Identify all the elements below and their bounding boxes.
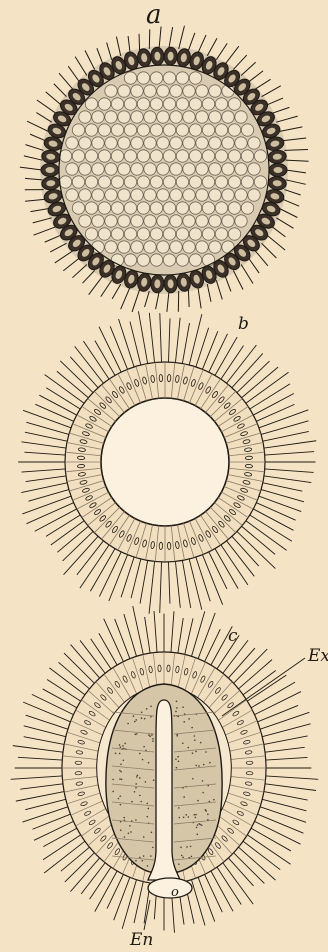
label-a: a <box>146 2 162 28</box>
label-b: b <box>238 316 249 333</box>
blastopore-c <box>148 878 192 898</box>
label-c: c <box>228 628 238 645</box>
figure-c-gastrula <box>11 606 319 933</box>
figure-b-hollow-blastula <box>18 311 316 613</box>
blastocoel-b <box>101 398 229 526</box>
figure-a-solid-blastula <box>20 26 309 312</box>
label-endoderm: En <box>130 932 153 949</box>
label-ectoderm: Ex <box>308 648 328 665</box>
label-opening: o <box>171 886 179 899</box>
